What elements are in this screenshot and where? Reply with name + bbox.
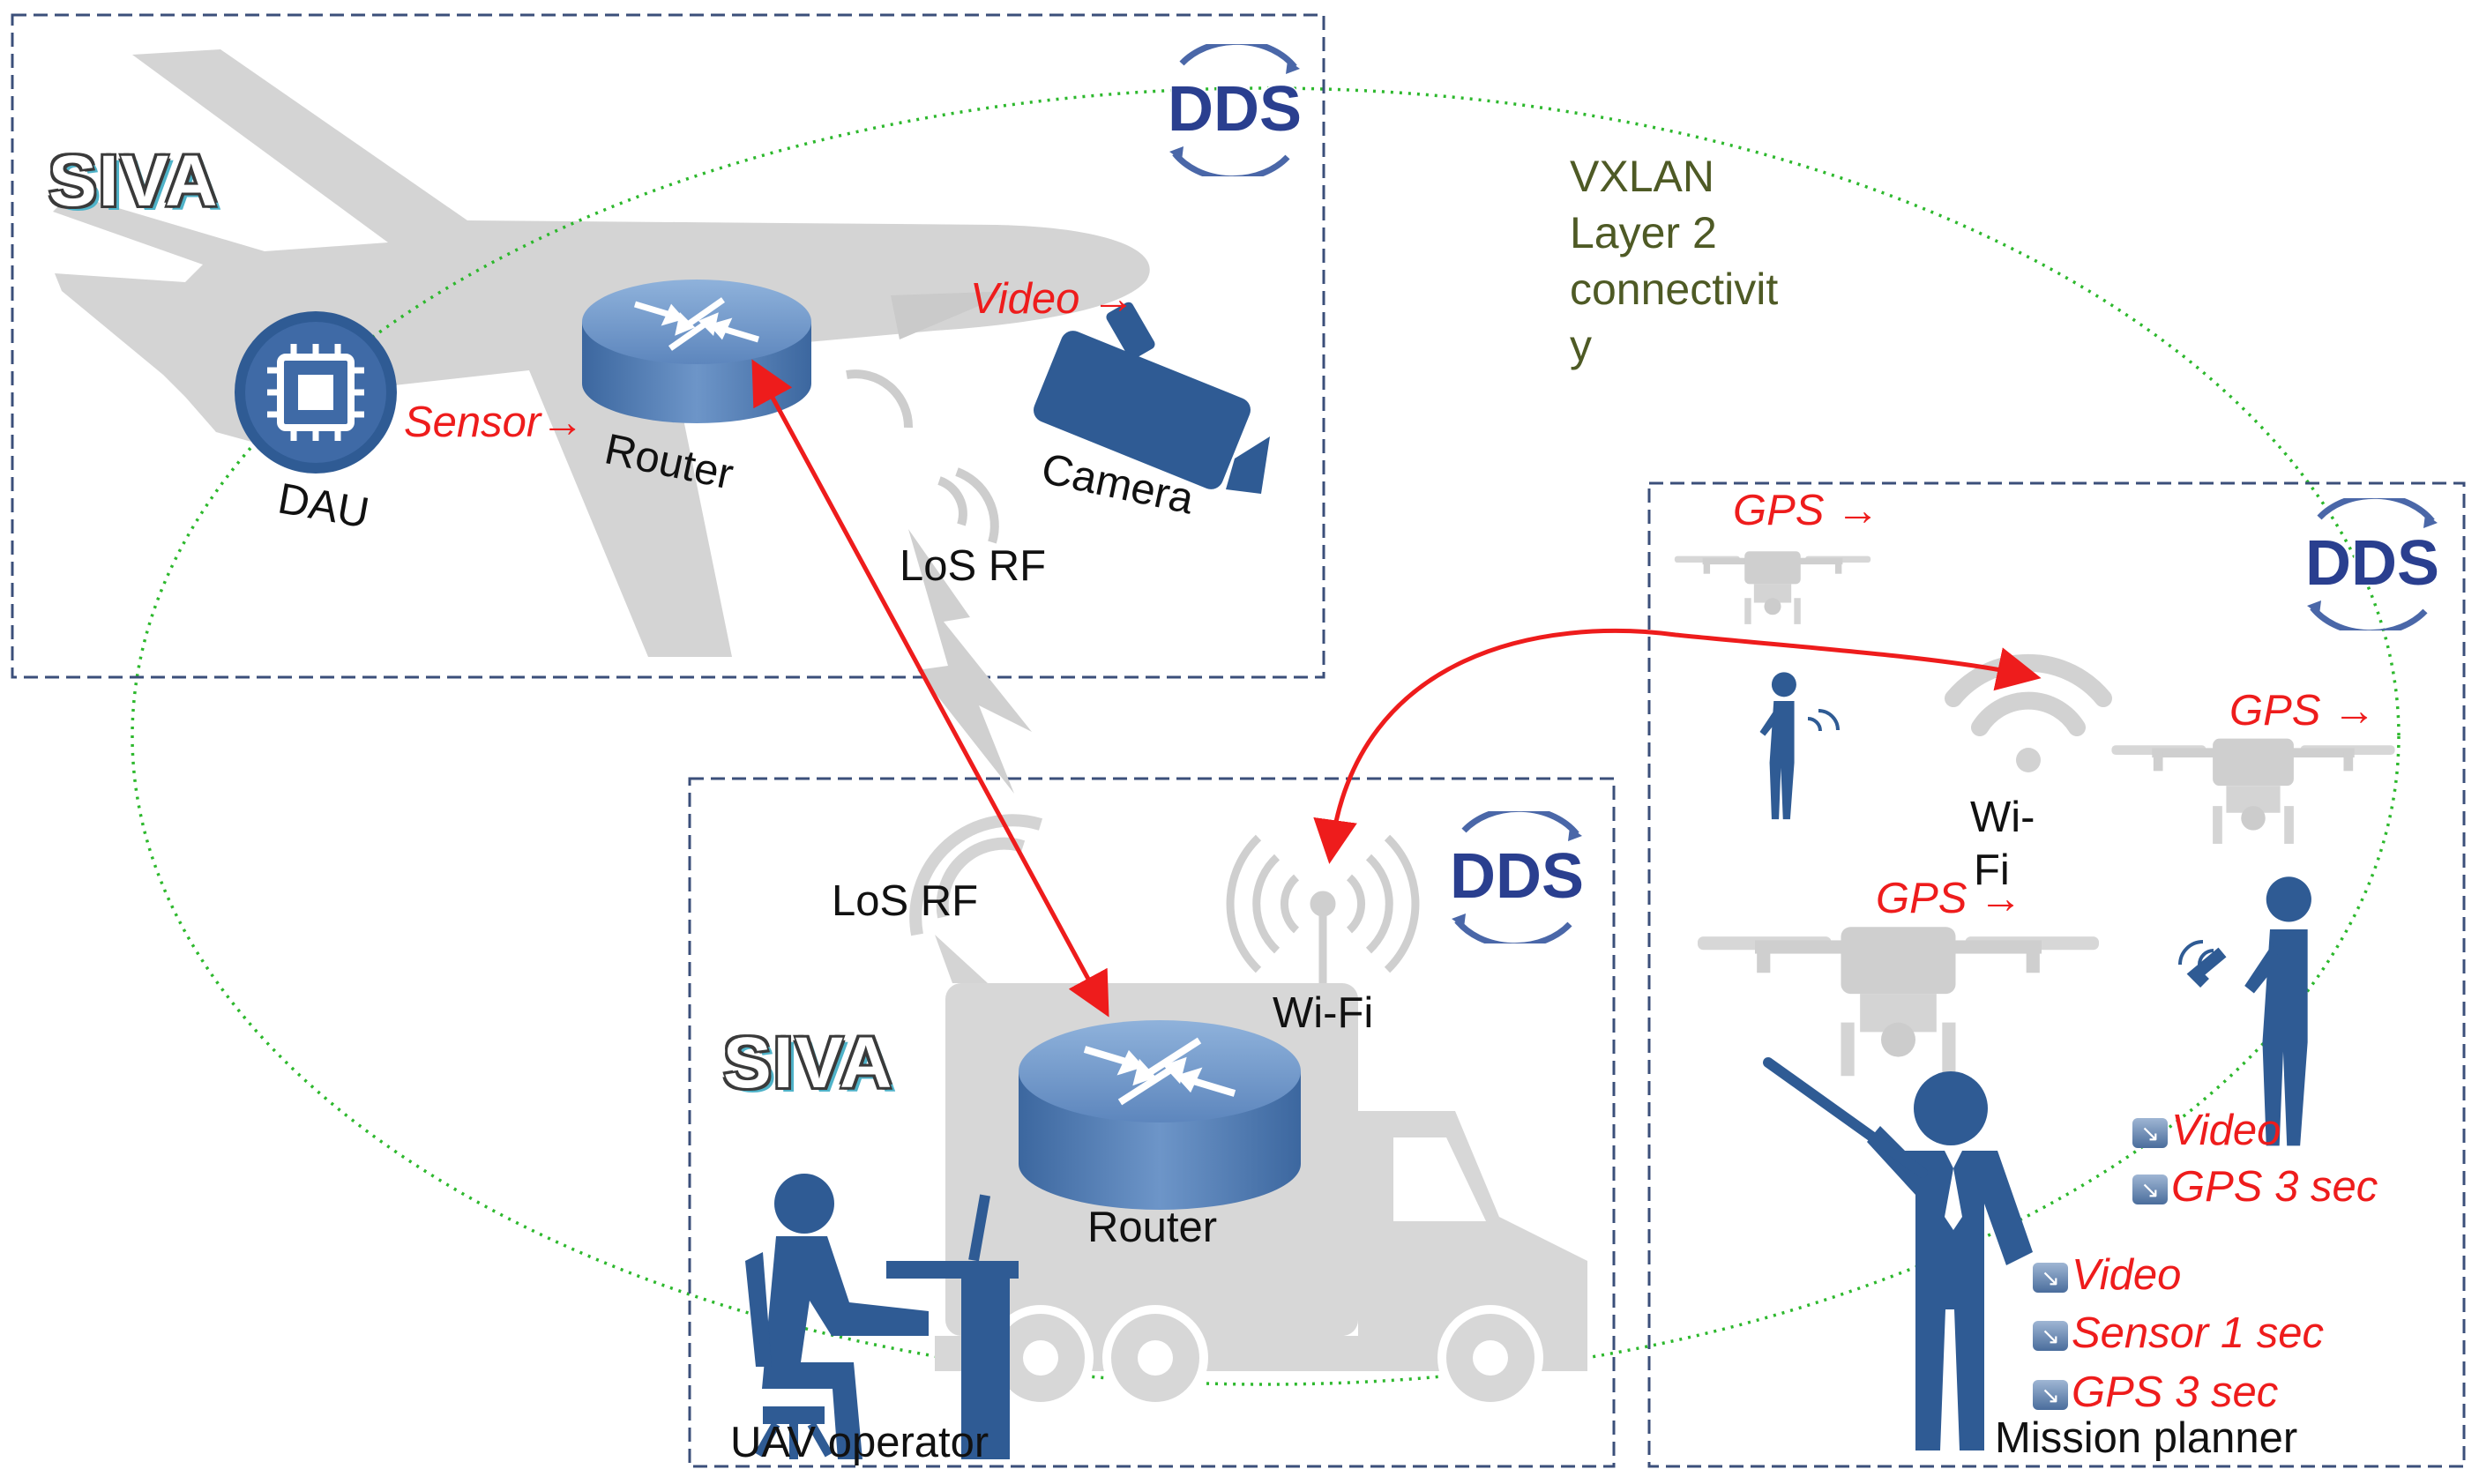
sensor-flow-label: Sensor→ (404, 399, 585, 446)
planner-video-text: Video (2072, 1251, 2182, 1299)
router-icon-aircraft (582, 280, 811, 423)
drone-icon-1 (1674, 551, 1871, 624)
video-flow-label: Video → (970, 275, 1136, 323)
operator-video-text: Video (2171, 1107, 2281, 1154)
vxlan-ellipse (131, 86, 2401, 1386)
dds-logo-vehicle (1450, 809, 1584, 945)
drone-icon-3 (1698, 927, 2099, 1077)
aircraft-box (11, 13, 1325, 679)
vehicle-los-rf-label: LoS RF (832, 877, 979, 925)
aircraft-los-rf-label: LoS RF (900, 542, 1047, 590)
operator-gps-text: GPS 3 sec (2171, 1163, 2378, 1211)
pointer-icon (1763, 1057, 1928, 1178)
planner-sensor-text: Sensor 1 sec (2072, 1309, 2324, 1357)
dds-logo-aircraft (1168, 41, 1302, 178)
antenna-icon-vehicle (1226, 834, 1420, 983)
dds-logo-field (2305, 496, 2439, 632)
chip-icon (235, 311, 397, 474)
vehicle-router-label: Router (1087, 1204, 1218, 1251)
vxlan-line-2: Layer 2 (1570, 208, 1717, 257)
arrow-tag-icon: ↘ (2132, 1118, 2168, 1149)
field-wifi-label-line1: Wi- (1970, 794, 2035, 841)
uav-operator-label: UAV operator (730, 1419, 989, 1466)
drone-icon-2 (2111, 738, 2395, 844)
arrow-tag-icon: ↘ (2033, 1380, 2068, 1411)
field-wifi-label-line2: Fi (1974, 846, 2010, 894)
operator-gps-subscription: ↘GPS 3 sec (2132, 1166, 2378, 1209)
vxlan-line-3: connectivit (1570, 265, 1779, 314)
gps-flow-label-3: GPS → (1876, 875, 2023, 922)
planner-sensor-subscription: ↘Sensor 1 sec (2033, 1312, 2324, 1355)
vxlan-line-1: VXLAN (1570, 152, 1714, 201)
person-icon-small (1759, 672, 1840, 820)
aircraft-siva-label: SIVA (49, 141, 220, 221)
planner-gps-text: GPS 3 sec (2072, 1368, 2279, 1416)
planner-video-subscription: ↘Video (2033, 1254, 2181, 1297)
los-rf-link-arrow (751, 359, 1109, 1018)
planner-gps-subscription: ↘GPS 3 sec (2033, 1371, 2278, 1414)
vxlan-label: VXLAN Layer 2 connectivit y (1570, 148, 1778, 374)
desk-operator-icon (745, 1174, 1019, 1459)
wifi-icon-field (1945, 653, 2112, 772)
antenna-icon-aircraft (846, 369, 999, 544)
gps-flow-label-1: GPS → (1733, 487, 1880, 534)
ground-vehicle-box (688, 777, 1616, 1468)
gps-flow-label-2: GPS → (2229, 687, 2377, 735)
vehicle-wifi-label: Wi-Fi (1273, 989, 1374, 1037)
person-icon-drone-pilot (2178, 876, 2311, 1146)
router-icon-vehicle (1019, 1020, 1301, 1210)
vxlan-line-4: y (1570, 321, 1592, 370)
mission-planner-label: Mission planner (1995, 1414, 2298, 1462)
vehicle-siva-label: SIVA (723, 1023, 894, 1103)
wifi-link-arrow (1313, 628, 2042, 864)
field-team-box (1647, 481, 2466, 1468)
arrow-tag-icon: ↘ (2033, 1321, 2068, 1352)
mission-planner-icon (1763, 1057, 2033, 1450)
arrow-tag-icon: ↘ (2033, 1263, 2068, 1294)
arrow-tag-icon: ↘ (2132, 1175, 2168, 1205)
operator-video-subscription: ↘Video (2132, 1109, 2281, 1152)
